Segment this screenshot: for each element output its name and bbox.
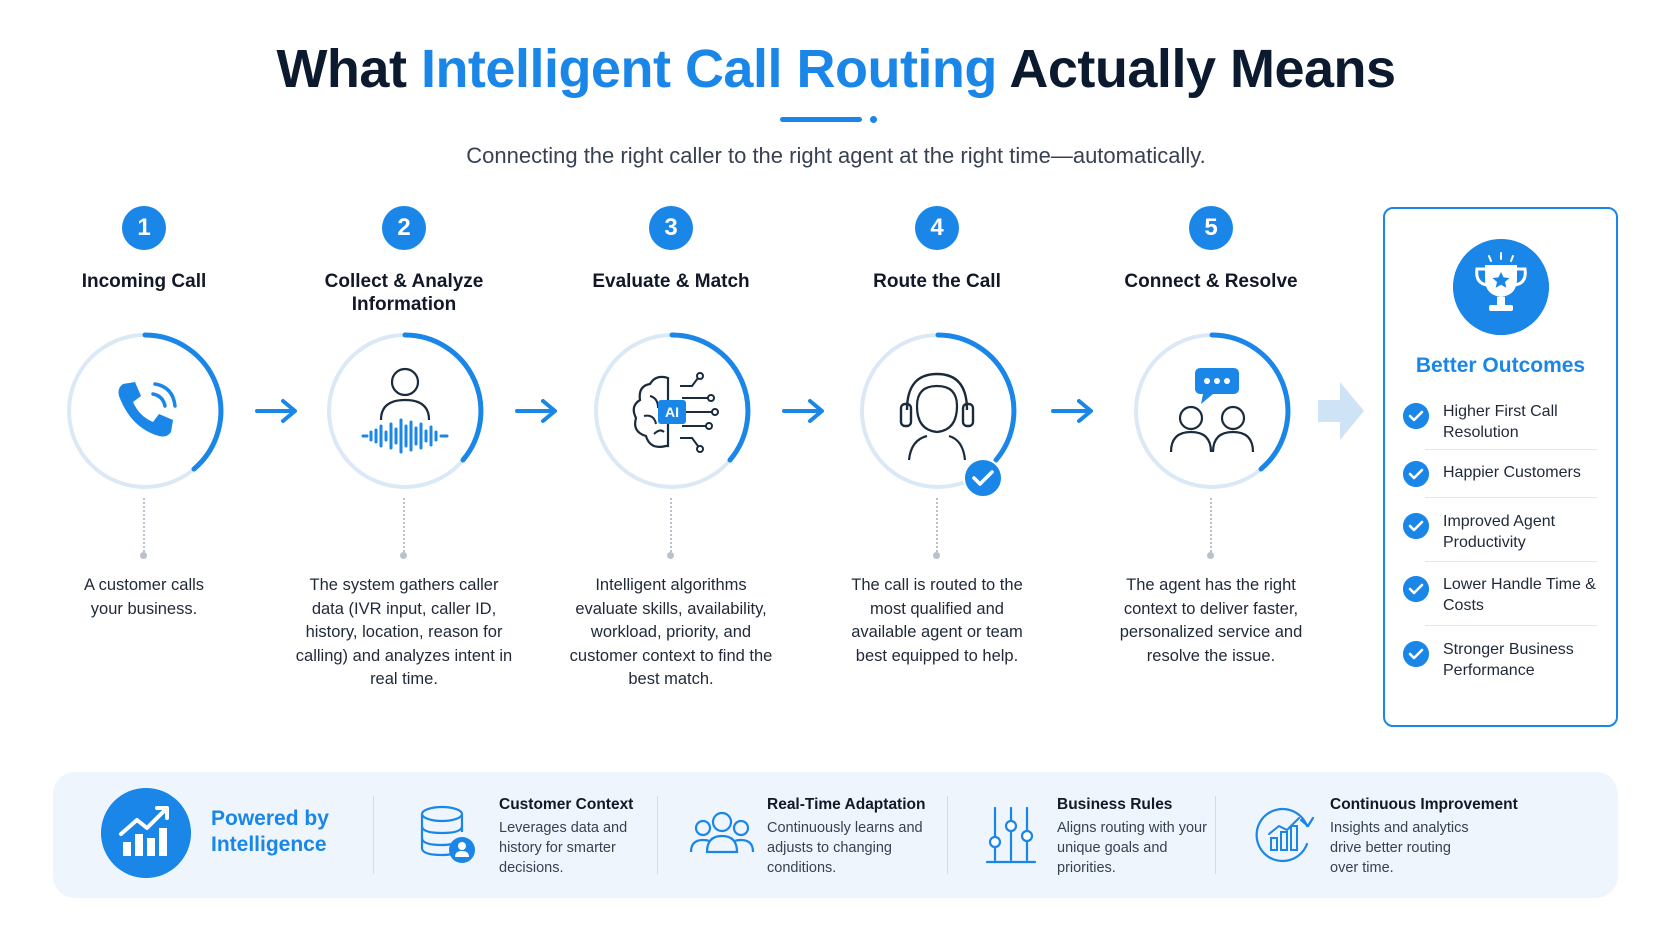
cycle-chart-icon: [1255, 807, 1315, 863]
arrow-right-icon: [255, 399, 297, 423]
outcome-label: Stronger Business Performance: [1443, 641, 1574, 679]
step-ring: [67, 332, 224, 489]
database-user-icon: [420, 805, 475, 863]
outcome-label: Higher First Call Resolution: [1443, 403, 1558, 441]
title-highlight: Intelligent Call Routing: [420, 39, 997, 99]
growth-chart-icon: [101, 788, 191, 878]
step-ring: [860, 332, 1017, 489]
step-connector-dot: [667, 552, 674, 559]
phone-icon: [118, 382, 177, 437]
step-connector: [670, 498, 672, 556]
trophy-icon: [1453, 239, 1549, 335]
people-chat-icon: [1169, 368, 1255, 453]
step-title: Incoming Call: [81, 271, 207, 292]
step-description: Intelligent algorithms evaluate skills, …: [569, 576, 773, 688]
step-number: 5: [1189, 206, 1233, 250]
step-connector: [936, 498, 938, 556]
arrow-right-icon: [515, 399, 557, 423]
title-post: Actually Means: [996, 39, 1396, 99]
title-pre: What: [276, 39, 421, 99]
step-title: Connect & Resolve: [1124, 271, 1298, 292]
step-connector: [1210, 498, 1212, 556]
check-circle-icon: [1403, 513, 1429, 539]
arrow-right-large-icon: [1318, 382, 1364, 440]
outcome-label: Lower Handle Time & Costs: [1443, 576, 1596, 614]
step-number: 3: [649, 206, 693, 250]
outcome-divider: [1425, 625, 1597, 626]
feature-title: Real-Time Adaptation: [767, 796, 926, 813]
step-connector-dot: [1207, 552, 1214, 559]
page-title: What Intelligent Call Routing Actually M…: [0, 38, 1672, 100]
outcome-divider: [1425, 497, 1597, 498]
step-number: 4: [915, 206, 959, 250]
ai-brain-icon: AI: [632, 372, 719, 453]
step-description: The call is routed to the most qualified…: [851, 576, 1023, 665]
headset-agent-icon: [899, 372, 975, 461]
check-circle-icon: [1403, 576, 1429, 602]
step-description: The agent has the right context to deliv…: [1119, 576, 1303, 665]
step-description: The system gathers caller data (IVR inpu…: [295, 576, 513, 688]
feature-description: Leverages data and history for smarter d…: [499, 820, 628, 876]
outcome-divider: [1425, 561, 1597, 562]
band-divider: [373, 796, 374, 874]
check-circle-icon: [1403, 641, 1429, 667]
step-connector-dot: [933, 552, 940, 559]
check-circle-icon: [1403, 403, 1429, 429]
feature-description: Continuously learns and adjusts to chang…: [767, 820, 923, 876]
outcome-label: Improved Agent Productivity: [1443, 513, 1556, 551]
outcome-divider: [1425, 449, 1597, 450]
step-title: Evaluate & Match: [592, 271, 750, 292]
group-icon: [689, 811, 755, 854]
step-description: A customer calls your business.: [83, 576, 205, 618]
check-circle-icon: [1403, 461, 1429, 487]
outcomes-title: Better Outcomes: [1415, 354, 1586, 377]
feature-description: Insights and analytics drive better rout…: [1330, 820, 1469, 876]
outcomes-panel: Better Outcomes Higher First Call Resolu…: [1383, 207, 1618, 727]
step-connector-dot: [140, 552, 147, 559]
step-connector: [143, 498, 145, 556]
band-divider: [1215, 796, 1216, 874]
step-number: 2: [382, 206, 426, 250]
arrow-right-icon: [782, 399, 824, 423]
page-subtitle: Connecting the right caller to the right…: [466, 143, 1206, 168]
feature-title: Continuous Improvement: [1330, 796, 1518, 813]
arrow-right-icon: [1051, 399, 1093, 423]
sliders-icon: [985, 806, 1037, 864]
title-underline: [780, 117, 862, 122]
band-divider: [657, 796, 658, 874]
person-voice-icon: [361, 367, 449, 454]
step-connector: [403, 498, 405, 556]
band-divider: [947, 796, 948, 874]
step-ring: [327, 332, 484, 489]
step-ring: [1134, 332, 1291, 489]
step-connector-dot: [400, 552, 407, 559]
title-underline-dot: [870, 116, 877, 123]
step-number: 1: [122, 206, 166, 250]
feature-title: Business Rules: [1057, 796, 1173, 813]
feature-description: Aligns routing with your unique goals an…: [1057, 820, 1207, 876]
check-badge-icon: [963, 458, 1003, 498]
powered-by-band: Powered by Intelligence Customer Context…: [53, 772, 1618, 898]
step-title: Route the Call: [873, 271, 1001, 292]
feature-title: Customer Context: [499, 796, 634, 813]
powered-by-label: Powered by Intelligence: [211, 807, 329, 856]
step-title: Collect & Analyze Information: [324, 271, 484, 315]
outcome-label: Happier Customers: [1443, 464, 1581, 481]
svg-text:AI: AI: [665, 404, 679, 420]
